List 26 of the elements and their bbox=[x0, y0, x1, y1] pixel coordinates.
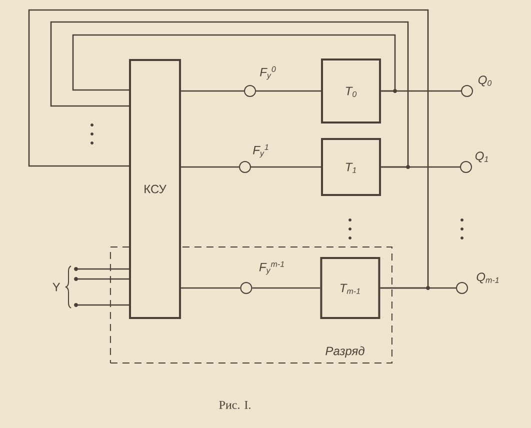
terminal-label: F$_{у}$1 bbox=[253, 144, 268, 158]
terminal-label: F$_{у}$0 bbox=[260, 66, 276, 80]
caption: Рис. I. bbox=[219, 400, 250, 409]
input-wire bbox=[77, 304, 129, 306]
feedback-wire bbox=[28, 9, 430, 290]
wire bbox=[252, 287, 320, 289]
block-box: T$_{0}$ bbox=[321, 58, 381, 124]
group-label: Разряд bbox=[326, 346, 364, 358]
block-box: T$_{m-1}$ bbox=[320, 257, 380, 319]
feedback-wire bbox=[72, 34, 397, 93]
wire bbox=[181, 166, 239, 168]
dashed-group-box bbox=[110, 246, 392, 364]
block-box: T$_{1}$ bbox=[321, 138, 381, 196]
wire bbox=[251, 166, 321, 168]
wire bbox=[181, 287, 240, 289]
wire bbox=[256, 90, 321, 92]
feedback-wire bbox=[50, 21, 410, 169]
terminal-label: Q$_{m-1}$ bbox=[476, 272, 499, 284]
wire bbox=[181, 90, 244, 92]
terminal-label: F$_{у}$m-1 bbox=[259, 261, 284, 275]
terminal-label: Q$_{1}$ bbox=[475, 152, 488, 162]
input-wire bbox=[77, 278, 129, 280]
block-box: КСУ bbox=[129, 59, 181, 319]
input-wire bbox=[77, 268, 129, 270]
input-label: Y bbox=[52, 282, 60, 292]
terminal-label: Q$_{0}$ bbox=[478, 76, 492, 86]
